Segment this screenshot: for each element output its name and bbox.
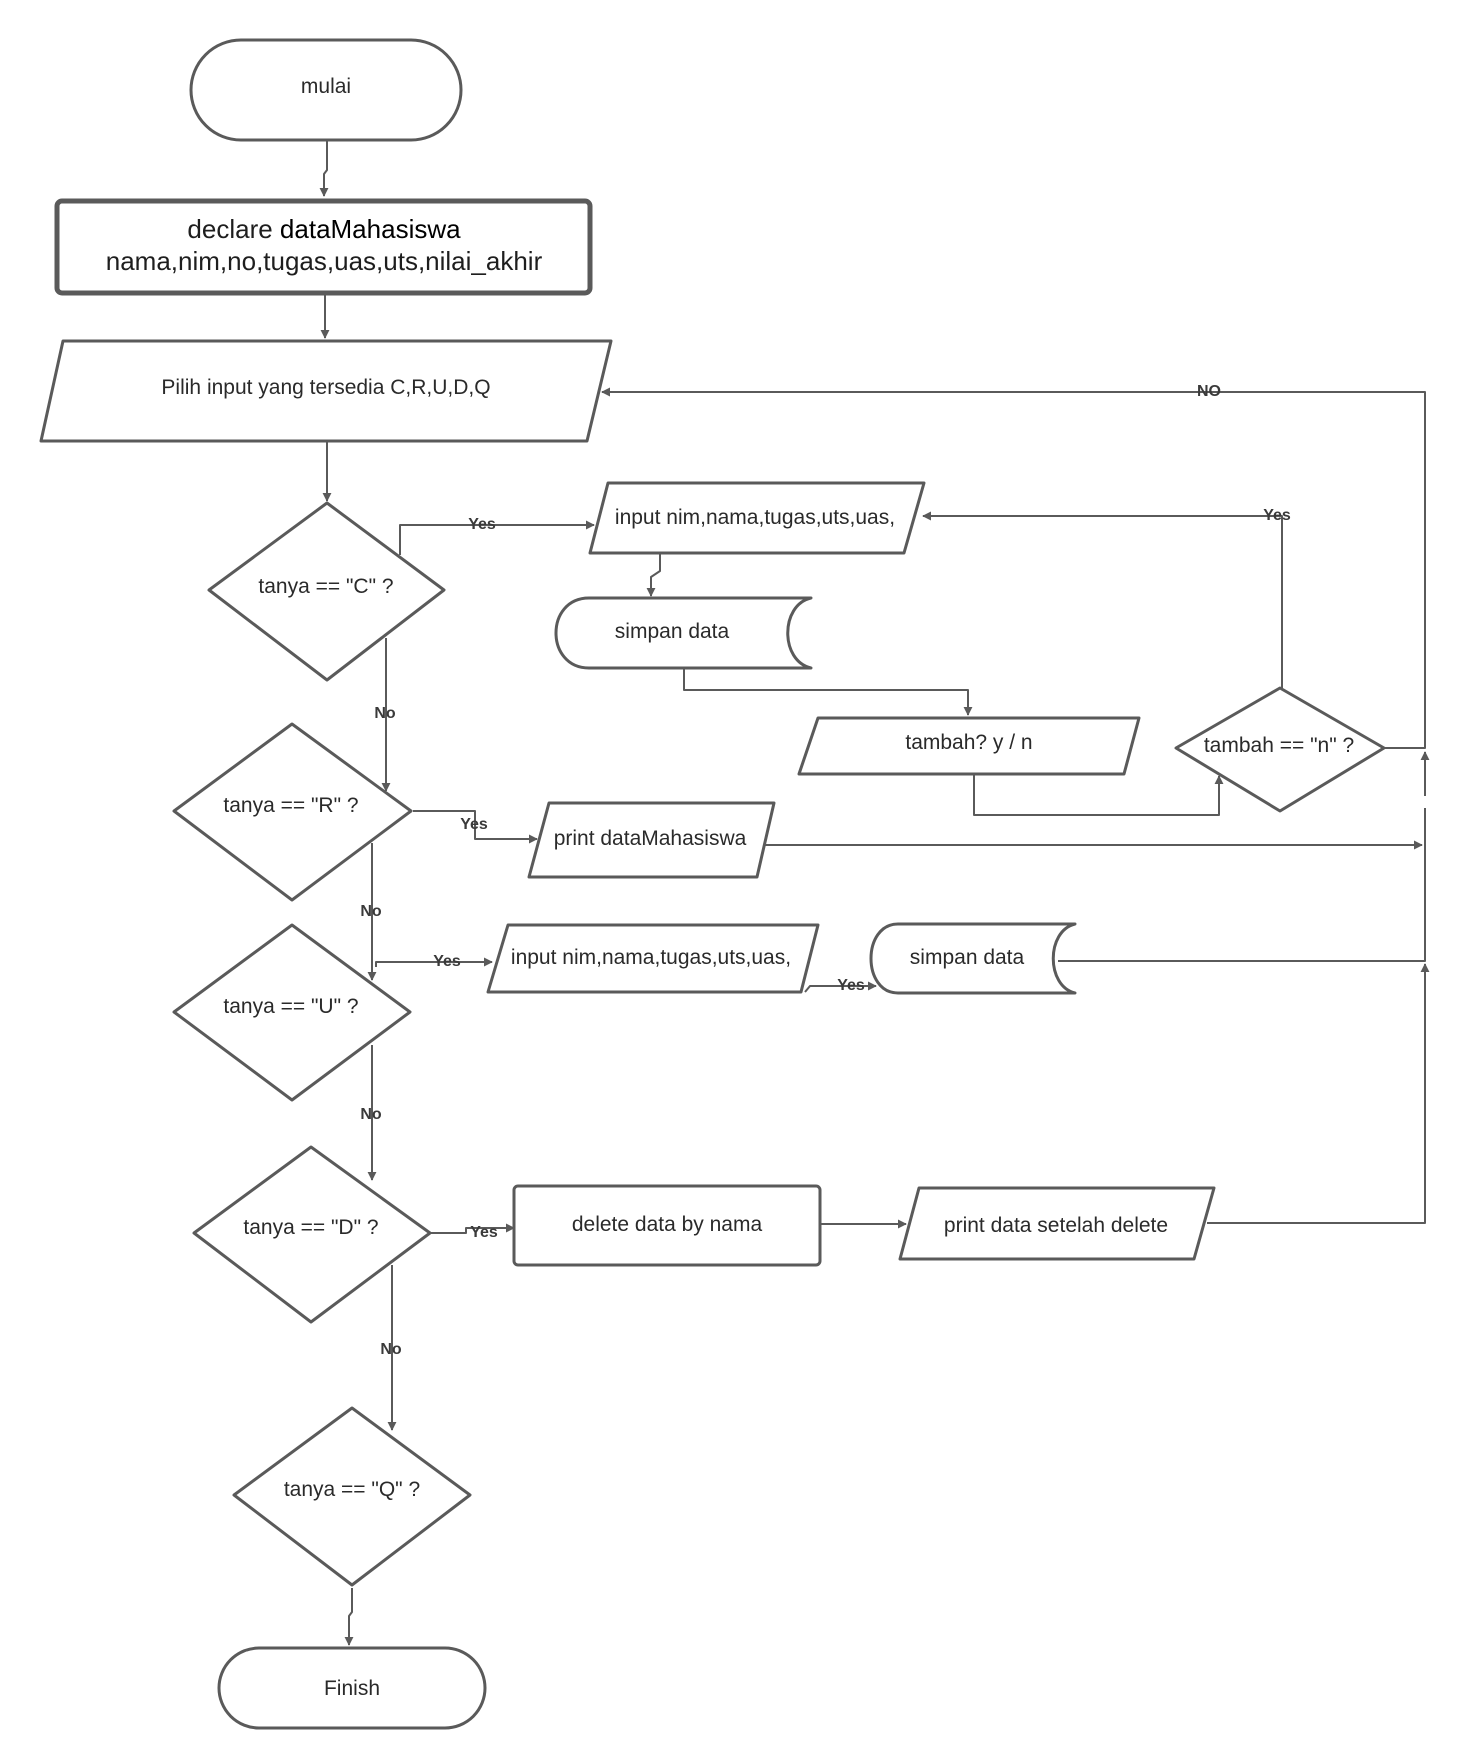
node-decision-u: tanya == "U" ?	[172, 923, 412, 1102]
label-r-yes: Yes	[460, 816, 488, 833]
delete-d-shape	[512, 1184, 822, 1267]
label-d-no: No	[380, 1341, 402, 1358]
node-decision-c: tanya == "C" ?	[207, 501, 446, 682]
save-c-shape	[554, 596, 813, 670]
node-ask-add: tambah? y / n	[797, 716, 1141, 776]
decision-r-shape	[172, 722, 413, 902]
node-start: mulai	[189, 38, 463, 142]
node-decision-r: tanya == "R" ?	[172, 722, 413, 902]
node-decision-add: tambah == "n" ?	[1174, 686, 1386, 813]
save-u-label: simpan data	[910, 946, 1025, 969]
declare-line-1: declare dataMahasiswa	[187, 214, 461, 244]
label-u-yes: Yes	[433, 953, 461, 970]
declare-struct-name: dataMahasiswa	[280, 214, 461, 244]
print-d-shape	[898, 1186, 1216, 1261]
node-save-u: simpan data	[869, 922, 1077, 995]
save-u-shape	[869, 922, 1077, 995]
edge-save-u-to-return	[1058, 808, 1426, 962]
label-add-yes: Yes	[1263, 507, 1291, 524]
edge-print-d-to-return	[1207, 963, 1430, 1224]
label-add-no: NO	[1197, 383, 1221, 400]
edge-r-yes	[413, 810, 538, 844]
decision-d-label: tanya == "D" ?	[243, 1216, 378, 1239]
decision-c-label: tanya == "C" ?	[258, 575, 393, 598]
delete-d-label: delete data by nama	[572, 1213, 763, 1236]
input-u-label: input nim,nama,tugas,uts,uas,	[511, 946, 791, 969]
edge-save-c-to-ask	[683, 668, 973, 716]
node-print-d: print data setelah delete	[898, 1186, 1216, 1261]
edge-q-to-finish	[344, 1588, 354, 1646]
edge-u-yes	[375, 957, 493, 967]
input-c-shape	[588, 481, 926, 555]
input-u-shape	[486, 923, 820, 994]
ask-add-shape	[797, 716, 1141, 776]
edges	[319, 140, 1430, 1646]
edge-input-u-to-save	[804, 981, 877, 993]
edge-start-to-declare	[319, 140, 329, 197]
label-u-no: No	[360, 1106, 382, 1123]
edge-ask-to-decision-add	[973, 774, 1224, 816]
decision-u-label: tanya == "U" ?	[223, 995, 358, 1018]
start-label: mulai	[301, 75, 351, 98]
declare-keyword: declare	[187, 214, 280, 244]
decision-c-shape	[207, 501, 446, 682]
label-c-yes: Yes	[468, 516, 496, 533]
choose-input-shape	[39, 339, 613, 443]
decision-q-label: tanya == "Q" ?	[284, 1478, 420, 1501]
decision-r-label: tanya == "R" ?	[223, 794, 358, 817]
print-r-label: print dataMahasiswa	[554, 827, 747, 850]
edge-input-c-to-save	[646, 553, 661, 597]
node-delete-d: delete data by nama	[512, 1184, 822, 1267]
edge-add-no	[601, 387, 1426, 749]
decision-q-shape	[232, 1406, 472, 1587]
edge-c-yes	[399, 520, 595, 555]
start-terminal	[189, 38, 463, 142]
edge-add-yes	[922, 511, 1283, 688]
node-choose-input: Pilih input yang tersedia C,R,U,D,Q	[39, 339, 613, 443]
node-decision-d: tanya == "D" ?	[192, 1145, 432, 1324]
node-declare: declare dataMahasiswa nama,nim,no,tugas,…	[54, 198, 593, 296]
label-c-no: No	[374, 705, 396, 722]
node-finish: Finish	[217, 1646, 487, 1730]
input-c-label: input nim,nama,tugas,uts,uas,	[615, 506, 895, 529]
decision-u-shape	[172, 923, 412, 1102]
label-d-yes: Yes	[470, 1224, 498, 1241]
print-r-shape	[527, 801, 776, 879]
node-decision-q: tanya == "Q" ?	[232, 1406, 472, 1587]
print-d-label: print data setelah delete	[944, 1214, 1168, 1237]
finish-terminal	[217, 1646, 487, 1730]
label-r-no: No	[360, 903, 382, 920]
edge-labels: Yes No NO Yes Yes No Yes Yes No Yes No	[360, 383, 1291, 1358]
finish-label: Finish	[324, 1677, 380, 1700]
node-save-c: simpan data	[554, 596, 813, 670]
node-print-r: print dataMahasiswa	[527, 801, 776, 879]
declare-box	[54, 198, 593, 296]
choose-input-label: Pilih input yang tersedia C,R,U,D,Q	[161, 376, 490, 399]
edge-d-yes	[430, 1223, 515, 1234]
ask-add-label: tambah? y / n	[905, 731, 1032, 754]
save-c-label: simpan data	[615, 620, 730, 643]
label-u-save-yes: Yes	[837, 977, 865, 994]
declare-line-2: nama,nim,no,tugas,uas,uts,nilai_akhir	[106, 246, 543, 276]
decision-add-label: tambah == "n" ?	[1204, 734, 1354, 757]
decision-add-shape	[1174, 686, 1386, 813]
decision-d-shape	[192, 1145, 432, 1324]
node-input-u: input nim,nama,tugas,uts,uas,	[486, 923, 820, 994]
node-input-c: input nim,nama,tugas,uts,uas,	[588, 481, 926, 555]
